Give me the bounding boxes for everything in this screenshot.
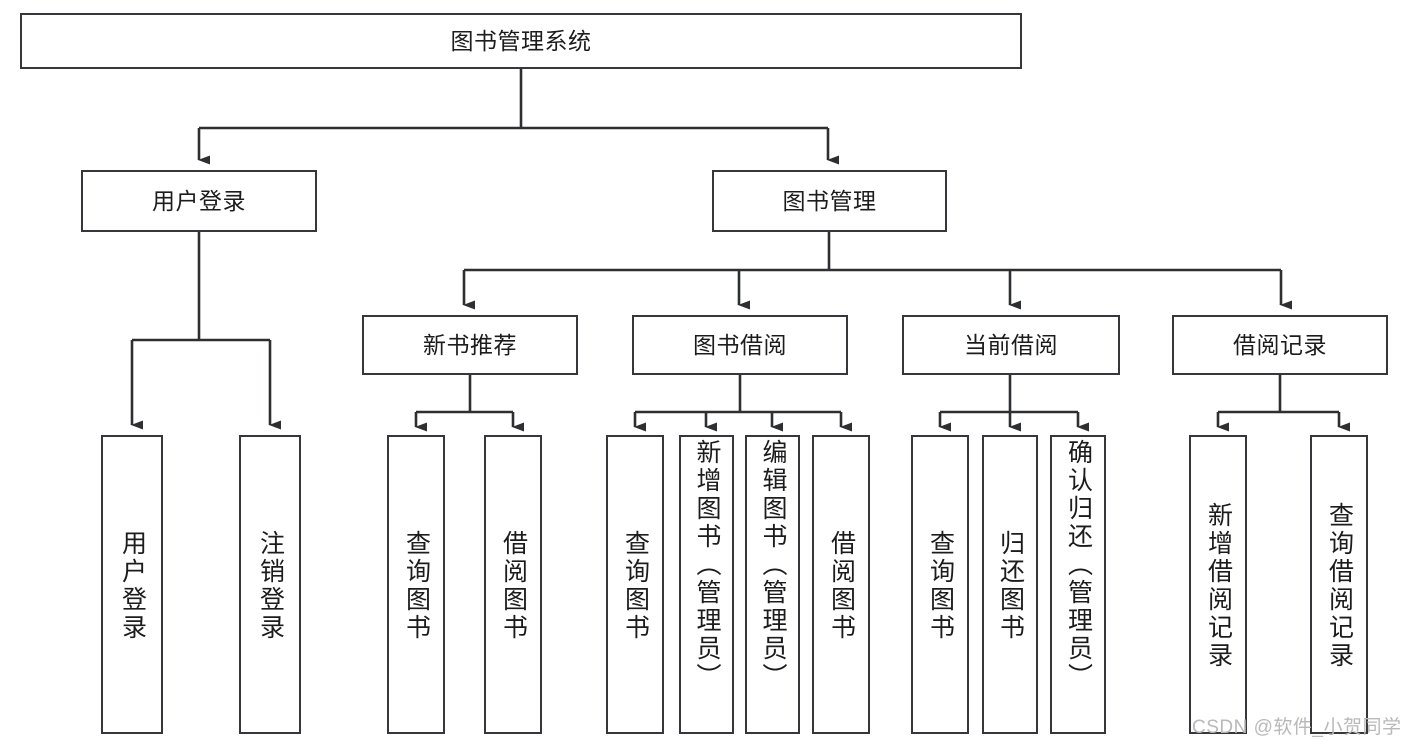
node-root-label: 图书管理系统 (450, 27, 592, 54)
node-book-manage[interactable]: 图书管理 (712, 170, 947, 232)
node-leaf-query-book-rec[interactable]: 查询图书 (387, 435, 445, 734)
node-leaf-add-book-label: 新增图书（管理员） (693, 439, 721, 691)
node-leaf-query-book-cur[interactable]: 查询图书 (911, 435, 969, 734)
node-leaf-logout-label: 注销登录 (256, 529, 285, 642)
node-user-login-label: 用户登录 (152, 187, 246, 214)
node-leaf-query-book-borrow[interactable]: 查询图书 (606, 435, 664, 734)
node-leaf-borrow-book[interactable]: 借阅图书 (812, 435, 870, 734)
node-leaf-query-record[interactable]: 查询借阅记录 (1310, 435, 1368, 734)
csdn-watermark: CSDN @软件_小贺同学 (1192, 717, 1402, 738)
node-current-borrow-label: 当前借阅 (964, 331, 1058, 358)
node-leaf-query-book-cur-label: 查询图书 (926, 529, 955, 642)
node-book-borrow-label: 图书借阅 (693, 331, 787, 358)
node-leaf-query-record-label: 查询借阅记录 (1325, 501, 1354, 670)
node-borrow-record-label: 借阅记录 (1233, 331, 1327, 358)
node-leaf-return-book[interactable]: 归还图书 (982, 435, 1038, 734)
node-leaf-logout[interactable]: 注销登录 (239, 435, 301, 734)
node-root[interactable]: 图书管理系统 (20, 13, 1022, 69)
node-leaf-add-book[interactable]: 新增图书（管理员） (679, 435, 734, 734)
node-new-book-rec-label: 新书推荐 (423, 331, 517, 358)
node-user-login[interactable]: 用户登录 (81, 170, 317, 232)
node-book-manage-label: 图书管理 (782, 187, 877, 214)
node-leaf-borrow-book-rec[interactable]: 借阅图书 (484, 435, 542, 734)
node-book-borrow[interactable]: 图书借阅 (632, 315, 848, 375)
node-leaf-user-login[interactable]: 用户登录 (101, 435, 163, 734)
node-borrow-record[interactable]: 借阅记录 (1172, 315, 1388, 375)
node-leaf-borrow-book-rec-label: 借阅图书 (499, 529, 528, 642)
node-leaf-borrow-book-label: 借阅图书 (827, 529, 856, 642)
node-leaf-edit-book-label: 编辑图书（管理员） (759, 439, 787, 691)
node-leaf-return-book-label: 归还图书 (996, 529, 1025, 642)
node-leaf-confirm-return[interactable]: 确认归还（管理员） (1050, 435, 1106, 734)
node-leaf-query-book-rec-label: 查询图书 (402, 529, 431, 642)
node-leaf-query-book-borrow-label: 查询图书 (621, 529, 650, 642)
node-leaf-add-record[interactable]: 新增借阅记录 (1189, 435, 1247, 734)
node-leaf-edit-book[interactable]: 编辑图书（管理员） (745, 435, 800, 734)
node-leaf-user-login-label: 用户登录 (118, 529, 147, 642)
node-current-borrow[interactable]: 当前借阅 (902, 315, 1120, 375)
node-leaf-confirm-return-label: 确认归还（管理员） (1064, 439, 1093, 691)
node-leaf-add-record-label: 新增借阅记录 (1204, 501, 1233, 670)
node-new-book-rec[interactable]: 新书推荐 (362, 315, 578, 375)
